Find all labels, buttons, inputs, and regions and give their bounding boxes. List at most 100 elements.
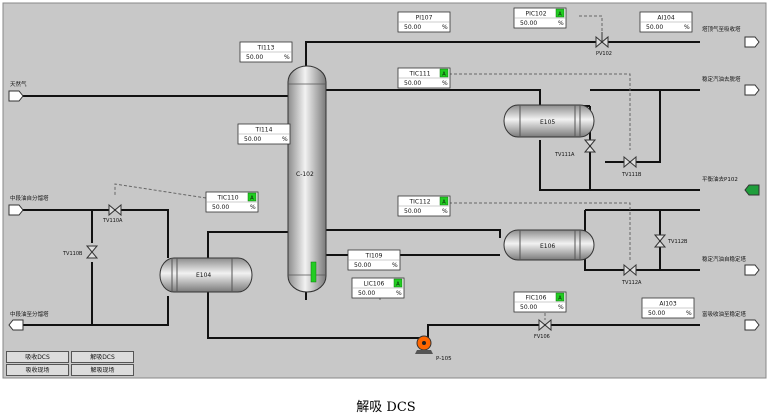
ai104-unit: % [684,24,690,31]
ti109-tag: TI109 [365,253,383,260]
tic112-unit: % [442,208,448,215]
valve-tv111a[interactable]: TV111A [554,139,597,158]
valve-fv106[interactable]: FV106 [534,318,552,340]
pic102-unit: % [558,20,564,27]
tic111-mode-indicator[interactable] [439,68,449,78]
e106-label: E106 [540,243,555,250]
pump-label: P-105 [436,356,452,362]
inlet-arrow-balance-oil [744,184,760,196]
faceplate-tic110[interactable]: TIC110 A 50.00% [205,191,259,213]
tic110-value: 50.00 [212,204,229,211]
nav-button-absorb-dcs[interactable]: 吸收DCS [6,351,69,363]
ti114-tag: TI114 [255,127,273,134]
stream-balance-p102: 平衡油去P102 [702,175,738,183]
stream-mid-oil-from: 中段油自分馏塔 [10,194,49,202]
faceplate-ti113[interactable]: TI113 50.00% [239,41,293,63]
ti109-unit: % [392,262,398,269]
pic102-mode-indicator[interactable] [555,8,565,18]
ti113-unit: % [284,54,290,61]
fic106-mode: A [558,296,562,302]
outlet-arrow-mid-oil [8,319,24,331]
fv106-label: FV106 [534,334,550,340]
outlet-arrow-stable-oil [744,84,760,96]
stream-top-to-absorber: 塔顶气至吸收塔 [702,25,741,33]
lic106-value: 50.00 [358,290,375,297]
outlet-arrow-top-gas [744,36,760,48]
valve-pv102[interactable]: PV102 [595,32,612,57]
exchanger-e104[interactable]: E104 [159,257,253,293]
pi107-unit: % [442,24,448,31]
faceplate-ai104[interactable]: AI104 50.00% [639,11,693,33]
tic110-mode-indicator[interactable] [247,192,257,202]
faceplate-tic112[interactable]: TIC112 A 50.00% [397,195,451,217]
valve-tv110b[interactable]: TV110B [62,245,99,259]
pipelines [22,41,700,339]
pi107-value: 50.00 [404,24,421,31]
tic110-mode: A [250,196,254,202]
tic112-tag: TIC112 [408,199,430,206]
nav-button-desorb-field[interactable]: 解吸现场 [71,364,134,376]
column-c102[interactable]: C-102 [287,65,327,293]
exchanger-e106[interactable]: E106 [503,229,595,261]
valve-tv112b[interactable]: TV112B [653,234,688,248]
lic106-unit: % [396,290,402,297]
ti114-unit: % [282,136,288,143]
tic112-value: 50.00 [404,208,421,215]
tv110b-label: TV110B [62,251,83,257]
outlet-arrow-stable-gasoline [744,264,760,276]
faceplate-tic111[interactable]: TIC111 A 50.00% [397,67,451,89]
ai104-value: 50.00 [646,24,663,31]
fic106-mode-indicator[interactable] [555,292,565,302]
stream-to-stabilizer-top: 稳定汽油去脱塔 [702,75,741,83]
faceplate-lic106[interactable]: LIC106 A 50.00% [351,277,405,299]
tv110a-label: TV110A [102,218,123,224]
outlet-arrow-rich-oil [744,319,760,331]
column-level-bar [310,261,317,283]
stream-natural-gas: 天然气 [10,80,27,88]
process-flow-diagram: 天然气 塔顶气至吸收塔 稳定汽油去脱塔 平衡油去P102 中段油自分馏塔 稳定汽… [2,2,767,379]
faceplate-ti109[interactable]: TI109 50.00% [347,249,401,271]
pic102-value: 50.00 [520,20,537,27]
valve-tv111b[interactable]: TV111B [621,155,642,178]
stream-stable-to-fractionator: 稳定汽油自稳定塔 [702,255,747,263]
nav-button-desorb-dcs[interactable]: 解吸DCS [71,351,134,363]
valve-tv112a[interactable]: TV112A [621,263,642,286]
ti113-value: 50.00 [246,54,263,61]
lic106-mode: A [396,282,400,288]
tic111-value: 50.00 [404,80,421,87]
tic110-unit: % [250,204,256,211]
ai103-unit: % [686,310,692,317]
inlet-arrow-mid-oil [8,204,24,216]
tic112-mode: A [442,200,446,206]
pump-p105[interactable]: P-105 [415,335,452,362]
tic110-tag: TIC110 [216,195,238,202]
pic102-tag: PIC102 [525,11,546,18]
tic111-tag: TIC111 [408,71,430,78]
ti109-value: 50.00 [354,262,371,269]
ti113-tag: TI113 [257,45,275,52]
tic111-mode: A [442,72,446,78]
nav-button-absorb-field[interactable]: 吸收现场 [6,364,69,376]
inlet-arrow-natural-gas [8,90,24,102]
lic106-mode-indicator[interactable] [393,278,403,288]
tic111-unit: % [442,80,448,87]
pic102-mode: A [558,12,562,18]
exchanger-e105[interactable]: E105 [503,104,595,138]
tv112a-label: TV112A [621,280,642,286]
ai103-tag: AI103 [659,301,677,308]
e104-label: E104 [196,272,211,279]
stream-mid-oil-to: 中段油至分馏塔 [10,310,49,318]
valve-tv110a[interactable]: TV110A [102,203,123,224]
faceplate-pic102[interactable]: PIC102 A 50.00% [513,7,567,29]
signal-lines [114,15,631,320]
ai104-tag: AI104 [657,15,675,22]
column-label: C-102 [296,171,314,178]
lic106-tag: LIC106 [364,281,385,288]
tic112-mode-indicator[interactable] [439,196,449,206]
